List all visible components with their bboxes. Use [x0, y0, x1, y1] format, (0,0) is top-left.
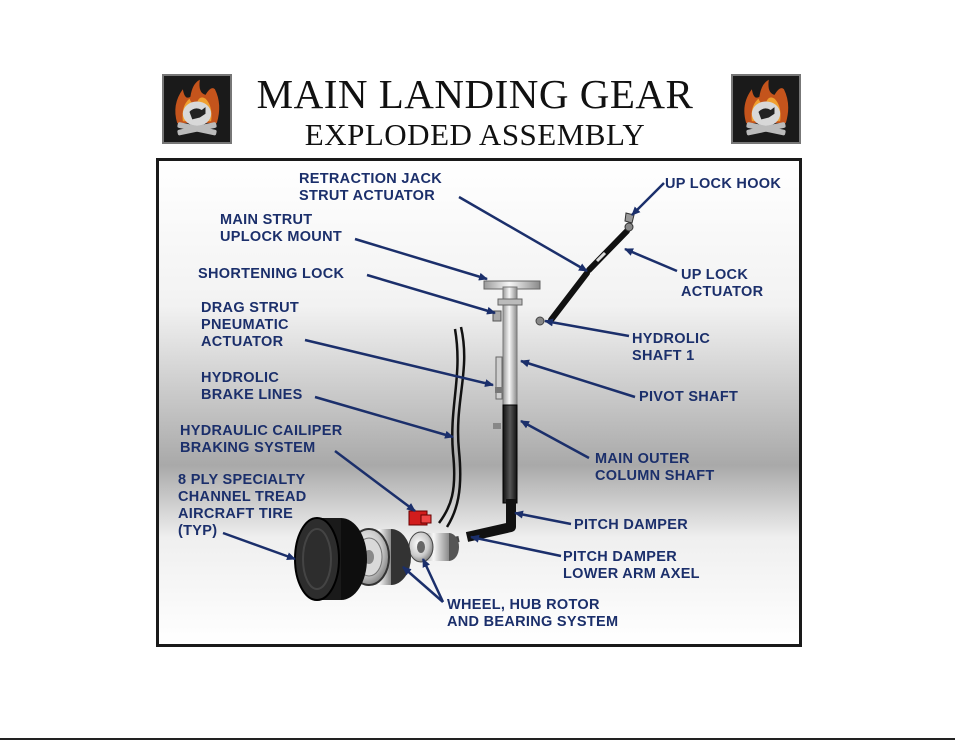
page-title: MAIN LANDING GEAR: [256, 71, 694, 117]
retraction-jack-actuator: [548, 212, 635, 323]
aircraft-tire: [294, 517, 367, 601]
label-pivot-shaft: PIVOT SHAFT: [639, 389, 739, 405]
hub-rotor: [408, 531, 459, 563]
page-subtitle: EXPLODED ASSEMBLY: [304, 117, 646, 152]
hydraulic-caliper: [408, 510, 432, 526]
brake-lines: [437, 326, 466, 528]
logo-left-icon: [162, 74, 232, 144]
label-up-lock-hook: UP LOCK HOOK: [665, 176, 782, 192]
label-pitch-damper: PITCH DAMPER: [574, 517, 688, 533]
pitch-damper: [448, 499, 516, 544]
logo-right-icon: [731, 74, 801, 144]
leader-arrows: [222, 182, 678, 603]
landing-gear-diagram: [222, 182, 678, 603]
bottom-rule: [0, 738, 955, 740]
main-strut: [483, 280, 545, 504]
label-shortening-lock: SHORTENING LOCK: [198, 266, 345, 282]
